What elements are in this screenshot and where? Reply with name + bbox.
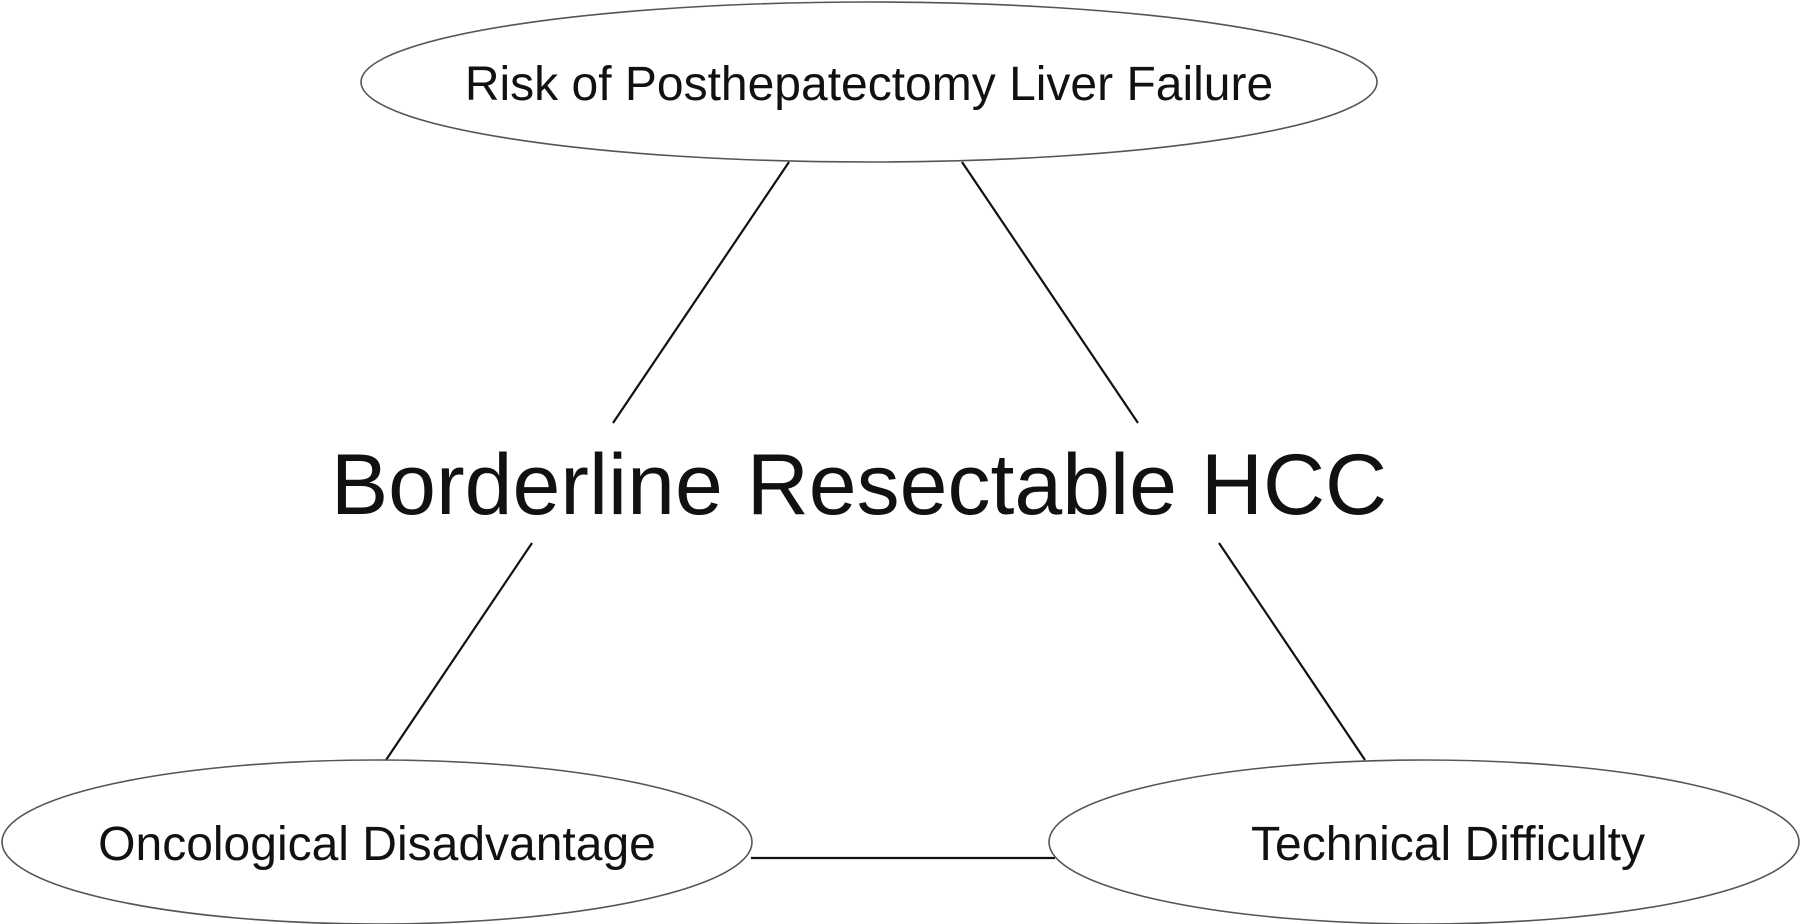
node-ellipse-bottom-left bbox=[1, 759, 753, 924]
node-label-bottom-left: Oncological Disadvantage bbox=[98, 818, 656, 871]
connector-top-to-bottom-left-upper bbox=[612, 161, 790, 424]
node-label-bottom-right: Technical Difficulty bbox=[1251, 818, 1645, 871]
center-title: Borderline Resectable HCC bbox=[331, 437, 1387, 533]
node-ellipse-bottom-right bbox=[1048, 759, 1800, 924]
node-ellipse-top bbox=[360, 1, 1378, 163]
node-label-top: Risk of Posthepatectomy Liver Failure bbox=[465, 58, 1273, 111]
connector-top-to-bottom-right-lower bbox=[1218, 542, 1366, 761]
connector-top-to-bottom-right-upper bbox=[961, 161, 1139, 424]
node-oncological-disadvantage: Oncological Disadvantage bbox=[1, 759, 753, 924]
node-risk-of-posthepatectomy-liver-failure: Risk of Posthepatectomy Liver Failure bbox=[360, 1, 1378, 163]
node-technical-difficulty: Technical Difficulty bbox=[1048, 759, 1800, 924]
connector-top-to-bottom-left-lower bbox=[385, 542, 533, 761]
